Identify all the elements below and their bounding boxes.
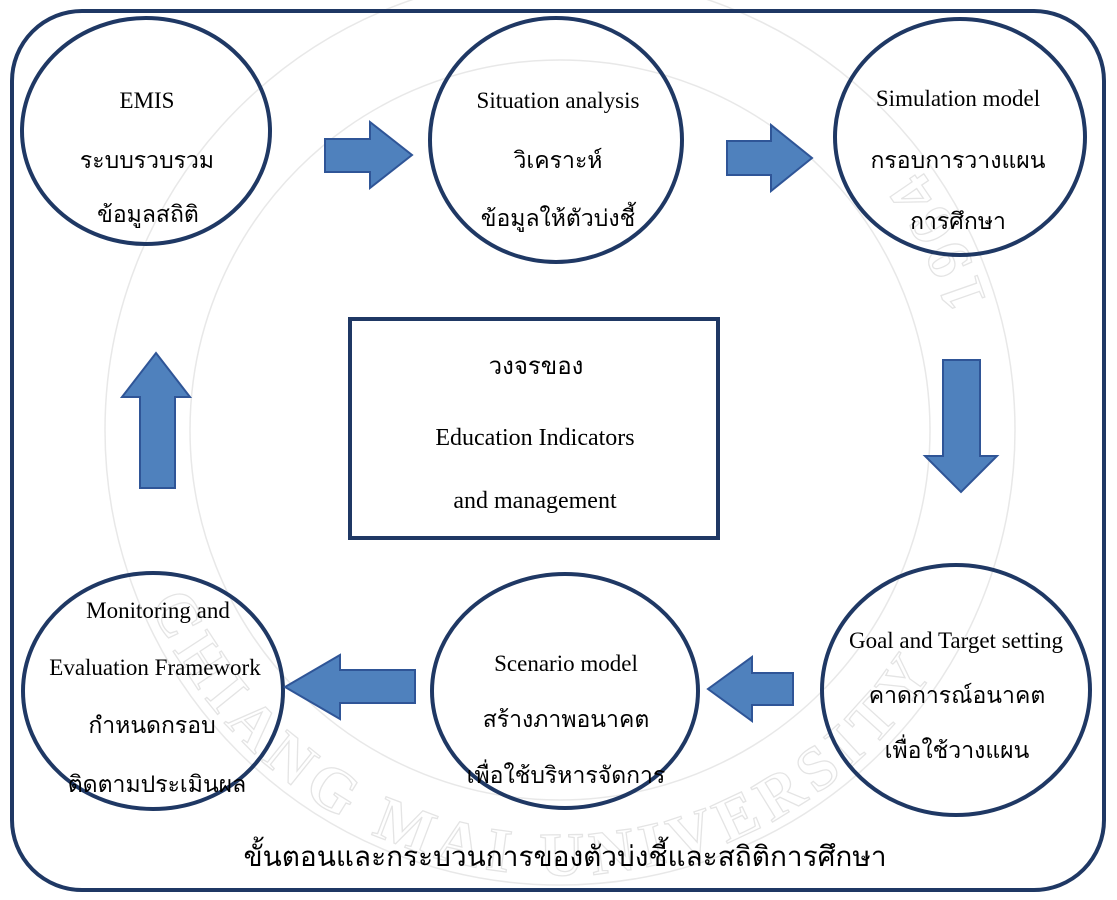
node-goal-target-setting-line-2: คาดการณ์อนาคต xyxy=(869,682,1046,708)
node-scenario-model: Scenario model สร้างภาพอนาคต เพื่อใช้บริ… xyxy=(430,572,700,810)
arrow-right-situation-analysis-to-simulation-model-icon xyxy=(726,122,814,194)
node-simulation-model-line-3: การศึกษา xyxy=(910,209,1006,234)
center-box-frame xyxy=(348,317,720,540)
arrow-left-scenario-model-to-monitoring-icon xyxy=(283,653,416,721)
node-scenario-model-line-3: เพื่อใช้บริหารจัดการ xyxy=(467,759,666,788)
node-situation-analysis-line-3: ข้อมูลให้ตัวบ่งชี้ xyxy=(481,202,637,232)
node-scenario-model-line-2: สร้างภาพอนาคต xyxy=(483,707,650,732)
center-box: วงจรของ Education Indicators and managem… xyxy=(348,317,720,540)
arrow-right-emis-to-situation-analysis-icon xyxy=(324,119,414,191)
node-emis-circle xyxy=(20,16,272,246)
node-scenario-model-title: Scenario model xyxy=(494,651,638,676)
center-box-line-2: Education Indicators xyxy=(435,425,634,451)
node-scenario-model-circle xyxy=(430,572,700,810)
node-goal-target-setting-line-3: เพื่อใช้วางแผน xyxy=(885,734,1030,763)
arrow-down-simulation-model-to-goal-setting-icon xyxy=(922,359,1000,494)
node-simulation-model-line-2: กรอบการวางแผน xyxy=(871,148,1046,173)
node-situation-analysis-title: Situation analysis xyxy=(477,88,640,113)
node-emis-line-3: ข้อมูลสถิติ xyxy=(97,202,199,228)
node-situation-analysis-line-2: วิเคราะห์ xyxy=(513,147,602,173)
center-box-line-1: วงจรของ xyxy=(489,354,584,380)
node-emis: EMIS ระบบรวบรวม ข้อมูลสถิติ xyxy=(20,16,272,246)
node-simulation-model: Simulation model กรอบการวางแผน การศึกษา xyxy=(833,17,1087,257)
node-monitoring-evaluation: Monitoring and Evaluation Framework กำหน… xyxy=(21,571,285,811)
arrow-up-monitoring-to-emis-icon xyxy=(119,351,193,489)
watermark-seal-inner-ring xyxy=(189,59,931,801)
watermark-seal-outer-ring xyxy=(104,0,1016,886)
node-situation-analysis-circle xyxy=(428,16,684,264)
node-emis-line-2: ระบบรวบรวม xyxy=(80,148,214,173)
diagram-caption: ขั้นตอนและกระบวนการของตัวบ่งชี้และสถิติก… xyxy=(243,836,886,873)
node-simulation-model-title: Simulation model xyxy=(876,86,1040,111)
node-monitoring-evaluation-title-2: Evaluation Framework xyxy=(49,655,261,680)
center-box-line-3: and management xyxy=(453,488,617,514)
node-goal-target-setting-circle xyxy=(820,563,1092,817)
node-simulation-model-circle xyxy=(833,17,1087,257)
node-monitoring-evaluation-title-1: Monitoring and xyxy=(86,598,230,623)
node-situation-analysis: Situation analysis วิเคราะห์ ข้อมูลให้ตั… xyxy=(428,16,684,264)
node-goal-target-setting-title: Goal and Target setting xyxy=(849,628,1064,653)
node-monitoring-evaluation-line-4: ติดตามประเมินผล xyxy=(68,772,247,797)
outer-frame xyxy=(10,9,1106,892)
node-emis-title: EMIS xyxy=(120,88,175,113)
arrow-left-goal-setting-to-scenario-model-icon xyxy=(706,655,794,723)
node-monitoring-evaluation-circle xyxy=(21,571,285,811)
node-monitoring-evaluation-line-3: กำหนดกรอบ xyxy=(88,713,215,738)
node-goal-target-setting: Goal and Target setting คาดการณ์อนาคต เพ… xyxy=(820,563,1092,817)
